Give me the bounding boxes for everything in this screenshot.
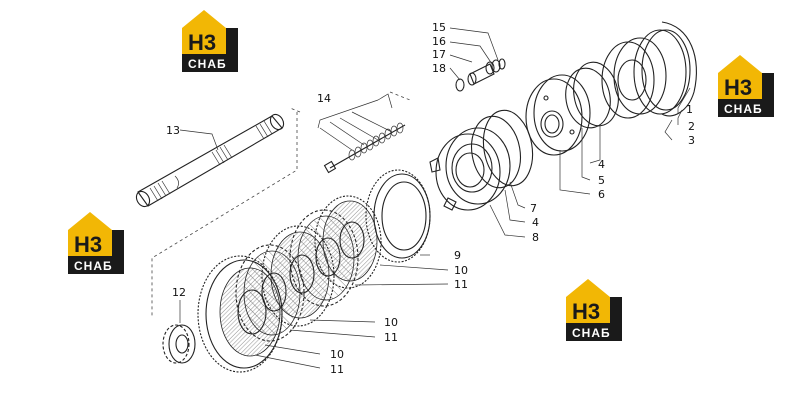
logo-bottom-center: H3 СНАБ [566,279,622,341]
logo-top-text: H3 [572,299,600,324]
callout-17: 17 [432,48,446,61]
callout-16: 16 [432,35,446,48]
logo-right: H3 СНАБ [718,55,774,117]
washer-part-2 [633,29,691,115]
cup-part-3 [601,37,667,119]
bolt-spring-part-14 [317,93,406,174]
callout-4a: 4 [598,158,605,171]
logo-top-left: H3 СНАБ [182,10,238,72]
gear-part-12 [162,324,196,364]
disc-11-c [314,195,382,289]
callout-10c: 10 [330,348,344,361]
leader-lines [179,27,691,369]
callout-11c: 11 [330,363,344,376]
callout-9: 9 [454,249,461,262]
seal-part-4a [573,61,619,127]
valve-parts-15-18 [455,58,506,92]
callout-18: 18 [432,62,446,75]
dashed-guides [151,91,411,318]
callout-5: 5 [598,174,605,187]
callout-4b: 4 [532,216,539,229]
logo-left: H3 СНАБ [68,212,124,274]
logo-top-text: H3 [74,232,102,257]
logo-top-text: H3 [724,75,752,100]
snap-ring-part-1 [661,21,697,117]
logo-bottom-text: СНАБ [74,259,113,273]
callout-11b: 11 [384,331,398,344]
shaft-part-13 [135,113,285,208]
logo-bottom-text: СНАБ [724,102,763,116]
disc-stack [197,195,382,373]
callout-1: 1 [686,103,693,116]
callout-14: 14 [317,92,331,105]
logo-bottom-text: СНАБ [188,57,227,71]
piston-part-6 [525,74,591,156]
callout-10a: 10 [454,264,468,277]
callout-2: 2 [688,120,695,133]
callout-3: 3 [688,134,695,147]
callout-6: 6 [598,188,605,201]
callout-10b: 10 [384,316,398,329]
callout-8: 8 [532,231,539,244]
ring-part-7 [471,115,521,189]
plate-part-9 [365,169,431,263]
callout-7: 7 [530,202,537,215]
seal-part-5 [565,67,611,129]
hub-part-8 [429,127,511,211]
callouts: 1 2 3 4 5 6 7 4 8 9 10 11 10 11 10 11 12… [166,21,695,376]
callout-15: 15 [432,21,446,34]
logo-top-text: H3 [188,30,216,55]
logo-bottom-text: СНАБ [572,326,611,340]
callout-11a: 11 [454,278,468,291]
callout-12: 12 [172,286,186,299]
ring-part-4b [482,109,534,187]
callout-13: 13 [166,124,180,137]
